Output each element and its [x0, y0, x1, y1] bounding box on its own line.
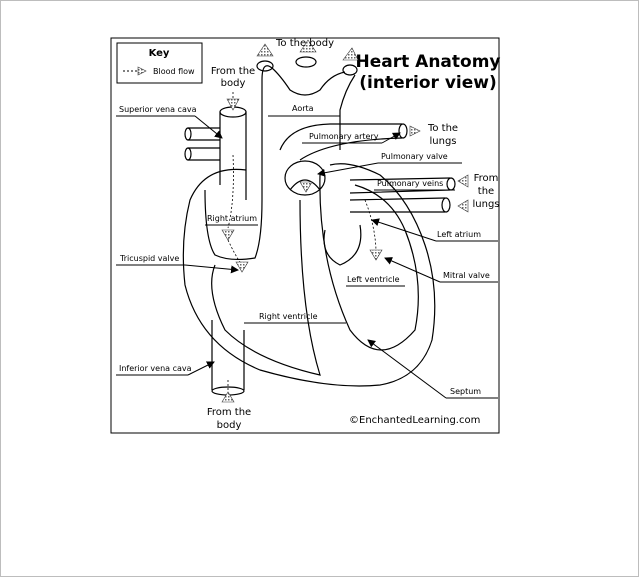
flow-arrow-icon	[409, 125, 421, 137]
flow-paths	[227, 92, 377, 392]
from-the-body-top-line-1: From the	[211, 66, 255, 77]
from-the-lungs-line-3: lungs	[472, 199, 499, 210]
flow-arrow-icon	[299, 181, 313, 193]
label-pulmonary-artery: Pulmonary artery	[309, 132, 379, 141]
copyright-text: ©EnchantedLearning.com	[349, 415, 480, 426]
from-the-body-bottom-line-2: body	[217, 420, 242, 431]
label-superior-vena-cava: Superior vena cava	[119, 105, 197, 114]
from-the-lungs-line-2: the	[478, 186, 494, 197]
label-pulmonary-veins: Pulmonary veins	[377, 179, 443, 188]
label-left-atrium: Left atrium	[437, 230, 481, 239]
to-the-lungs-line-2: lungs	[429, 136, 456, 147]
flow-arrow-icon	[457, 174, 469, 188]
flow-arrow-icon	[369, 249, 383, 261]
flow-arrow-icon	[457, 199, 469, 213]
heart-outline	[182, 56, 456, 396]
from-the-body-top-line-2: body	[221, 78, 246, 89]
label-right-ventricle: Right ventricle	[259, 312, 318, 321]
flow-arrow-icon	[256, 43, 274, 57]
label-mitral-valve: Mitral valve	[443, 271, 490, 280]
leader-lines	[116, 115, 498, 399]
label-left-ventricle: Left ventricle	[347, 275, 400, 284]
diagram-border	[110, 37, 500, 434]
label-right-atrium: Right atrium	[207, 214, 257, 223]
blood-flow-arrow-icon	[137, 66, 147, 76]
from-the-body-bottom-line-1: From the	[207, 407, 251, 418]
flow-arrow-icon	[221, 391, 235, 403]
flow-arrow-icon	[221, 229, 235, 241]
title-line-2: (interior view)	[359, 73, 496, 93]
key-box: Key Blood flow	[116, 42, 203, 84]
label-aorta: Aorta	[292, 104, 314, 113]
flow-arrow-icon	[226, 98, 240, 111]
key-blood-flow-label: Blood flow	[153, 67, 195, 76]
flow-arrow-icon	[299, 39, 317, 53]
flow-arrows	[221, 39, 469, 403]
label-pulmonary-valve: Pulmonary valve	[381, 152, 448, 161]
label-inferior-vena-cava: Inferior vena cava	[119, 364, 192, 373]
to-the-lungs-line-1: To the	[427, 123, 458, 134]
to-the-body-label: To the body	[275, 38, 334, 49]
flow-arrow-icon	[235, 261, 249, 273]
key-title: Key	[149, 48, 170, 59]
label-septum: Septum	[450, 387, 481, 396]
flow-arrow-icon	[342, 47, 359, 61]
title-line-1: Heart Anatomy	[356, 52, 501, 72]
from-the-lungs-line-1: From	[474, 173, 499, 184]
label-tricuspid-valve: Tricuspid valve	[119, 254, 179, 263]
